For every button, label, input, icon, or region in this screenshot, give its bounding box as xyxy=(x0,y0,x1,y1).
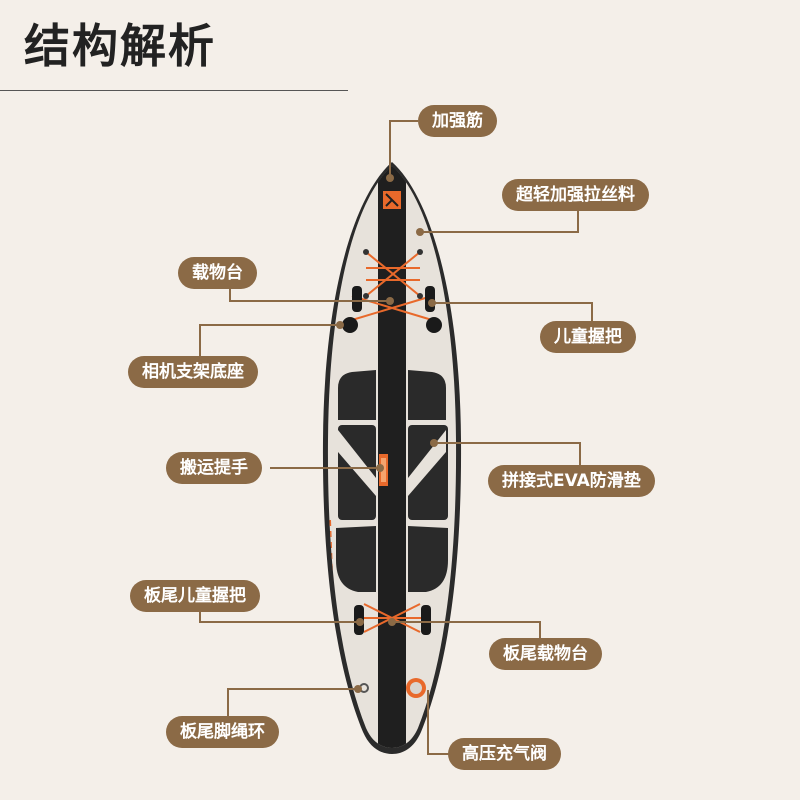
label-tail-kids-handle: 板尾儿童握把 xyxy=(130,580,260,612)
valve-icon xyxy=(406,678,426,698)
camera-mount-right xyxy=(426,317,442,333)
title-divider xyxy=(0,90,348,91)
brand-logo-icon xyxy=(383,191,401,209)
label-kids-handle: 儿童握把 xyxy=(540,321,636,353)
leader-dots xyxy=(336,174,438,693)
label-eva-pad: 拼接式EVA防滑垫 xyxy=(488,465,655,497)
kids-handle-left xyxy=(352,286,362,312)
label-carry-handle: 搬运提手 xyxy=(166,452,262,484)
label-drop-stitch: 超轻加强拉丝料 xyxy=(502,179,649,211)
label-valve: 高压充气阀 xyxy=(448,738,561,770)
kids-handle-right xyxy=(425,286,435,312)
label-leash-ring: 板尾脚绳环 xyxy=(166,716,279,748)
leader-lines xyxy=(199,120,593,755)
tail-kids-handle-right xyxy=(421,605,431,635)
label-cargo-area: 载物台 xyxy=(178,257,257,289)
label-reinforcement-rib: 加强筋 xyxy=(418,105,497,137)
label-tail-cargo: 板尾载物台 xyxy=(489,638,602,670)
page-title: 结构解析 xyxy=(24,19,216,73)
camera-mount-left xyxy=(342,317,358,333)
label-camera-mount: 相机支架底座 xyxy=(128,356,258,388)
